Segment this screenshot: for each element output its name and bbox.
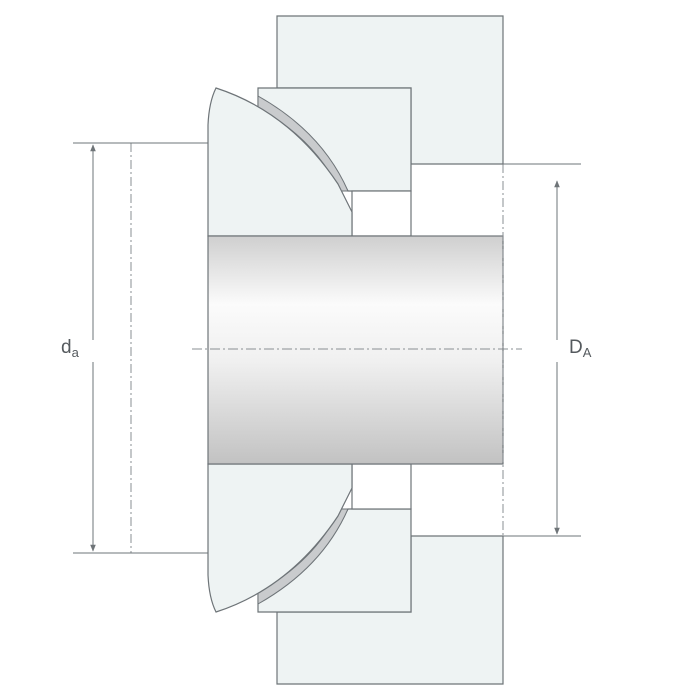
DA-dimension bbox=[411, 163, 581, 537]
DA-label-main: D bbox=[569, 337, 583, 358]
inner-ring-upper bbox=[207, 87, 353, 237]
outer-ring bbox=[257, 87, 412, 613]
DA-label: DA bbox=[569, 337, 591, 360]
da-label-sub: a bbox=[71, 345, 79, 360]
outer-ring-step-upper bbox=[351, 190, 412, 237]
da-label: da bbox=[59, 337, 81, 360]
inner-ring bbox=[207, 87, 353, 613]
shaft bbox=[207, 235, 504, 465]
DA-label-sub: A bbox=[582, 345, 592, 360]
da-dimension bbox=[73, 142, 208, 554]
outer-ring-step-lower bbox=[351, 463, 412, 510]
inner-ring-lower bbox=[207, 463, 353, 613]
da-label-main: d bbox=[61, 337, 72, 358]
